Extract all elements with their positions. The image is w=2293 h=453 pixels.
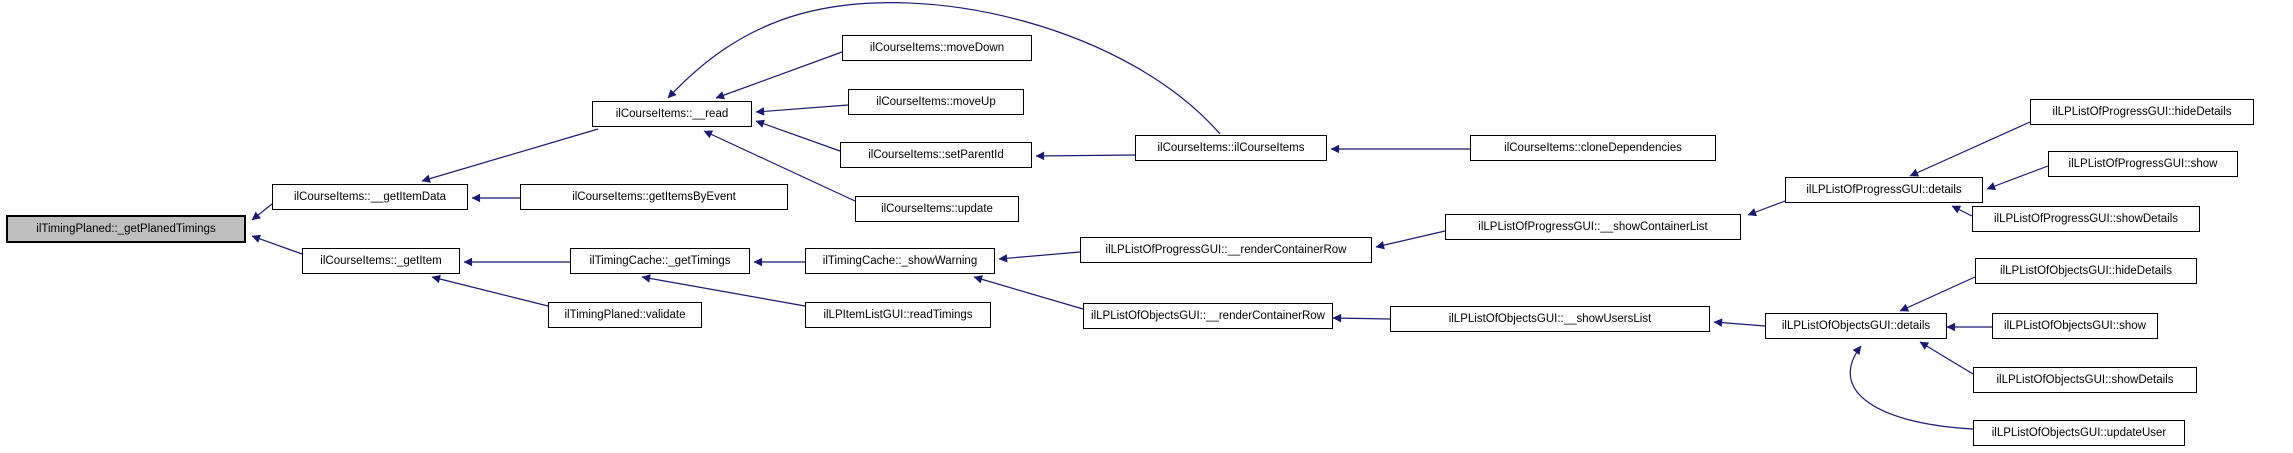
node-moveDown[interactable]: ilCourseItems::moveDown xyxy=(842,35,1032,61)
edge-hideDetailsProgress-to-detailsProgress xyxy=(1909,121,2031,177)
edge-validate-to-getItem xyxy=(431,274,549,307)
node-showDetails-objects[interactable]: ilLPListOfObjectsGUI::showDetails xyxy=(1973,367,2197,393)
edge-getItem-to-getPlanedTimings xyxy=(251,234,303,255)
node-readTimings[interactable]: ilLPItemListGUI::readTimings xyxy=(805,302,991,328)
node-validate[interactable]: ilTimingPlaned::validate xyxy=(548,302,702,328)
node-getItem[interactable]: ilCourseItems::_getItem xyxy=(302,248,460,274)
edge-ilCourseItems-to-read xyxy=(667,2,1221,135)
node-details-progress[interactable]: ilLPListOfProgressGUI::details xyxy=(1785,177,1983,203)
edge-detailsObjects-to-showUsersList xyxy=(1713,318,1766,327)
node-cloneDependencies[interactable]: ilCourseItems::cloneDependencies xyxy=(1470,135,1716,161)
node-show-progress[interactable]: ilLPListOfProgressGUI::show xyxy=(2048,151,2238,177)
edge-showUsersList-to-renderContainerRowObjects xyxy=(1332,313,1391,323)
edge-renderContainerRowProgress-to-showWarning xyxy=(998,251,1081,263)
edge-readTimings-to-getTimings xyxy=(641,274,806,307)
edge-renderContainerRowObjects-to-showWarning xyxy=(973,275,1084,310)
edge-showContainerList-to-renderContainerRowProgress xyxy=(1375,230,1446,250)
node-showContainerList[interactable]: ilLPListOfProgressGUI::__showContainerLi… xyxy=(1445,214,1741,240)
edge-read-to-getItemData xyxy=(421,128,599,183)
edge-showDetailsProgress-to-detailsProgress xyxy=(1951,205,1973,217)
edge-update-to-read xyxy=(703,130,856,202)
edge-getItemData-to-getPlanedTimings xyxy=(251,203,273,221)
edge-detailsProgress-to-showContainerList xyxy=(1747,200,1786,217)
edge-hideDetailsObjects-to-detailsObjects xyxy=(1899,276,1976,312)
node-showDetails-progress[interactable]: ilLPListOfProgressGUI::showDetails xyxy=(1972,206,2200,232)
node-showUsersList[interactable]: ilLPListOfObjectsGUI::__showUsersList xyxy=(1390,306,1710,332)
node-getPlanedTimings[interactable]: ilTimingPlaned::_getPlanedTimings xyxy=(6,215,246,243)
node-moveUp[interactable]: ilCourseItems::moveUp xyxy=(848,89,1024,115)
node-renderContainerRow-progress[interactable]: ilLPListOfProgressGUI::__renderContainer… xyxy=(1080,237,1372,263)
node-ilCourseItems[interactable]: ilCourseItems::ilCourseItems xyxy=(1135,135,1327,161)
node-update[interactable]: ilCourseItems::update xyxy=(855,196,1019,222)
edge-setParentId-to-read xyxy=(755,119,841,152)
edge-updateUser-to-detailsObjects xyxy=(1849,345,1974,430)
edge-ilCourseItems-to-setParentId xyxy=(1035,151,1136,161)
node-getTimings[interactable]: ilTimingCache::_getTimings xyxy=(570,248,750,274)
node-updateUser[interactable]: ilLPListOfObjectsGUI::updateUser xyxy=(1973,420,2185,446)
node-getItemData[interactable]: ilCourseItems::__getItemData xyxy=(272,184,468,210)
edge-moveUp-to-read xyxy=(755,104,849,116)
node-details-objects[interactable]: ilLPListOfObjectsGUI::details xyxy=(1765,313,1947,339)
node-read[interactable]: ilCourseItems::__read xyxy=(592,101,752,127)
node-getItemsByEvent[interactable]: ilCourseItems::getItemsByEvent xyxy=(520,184,788,210)
edge-moveDown-to-read xyxy=(715,51,843,100)
node-hideDetails-objects[interactable]: ilLPListOfObjectsGUI::hideDetails xyxy=(1975,258,2197,284)
node-setParentId[interactable]: ilCourseItems::setParentId xyxy=(840,142,1032,168)
node-hideDetails-progress[interactable]: ilLPListOfProgressGUI::hideDetails xyxy=(2030,99,2254,125)
node-show-objects[interactable]: ilLPListOfObjectsGUI::show xyxy=(1992,313,2158,339)
node-showWarning[interactable]: ilTimingCache::_showWarning xyxy=(805,248,995,274)
node-renderContainerRow-objects[interactable]: ilLPListOfObjectsGUI::__renderContainerR… xyxy=(1083,303,1333,329)
edge-showDetailsObjects-to-detailsObjects xyxy=(1919,341,1974,375)
edge-showProgress-to-detailsProgress xyxy=(1986,165,2049,191)
